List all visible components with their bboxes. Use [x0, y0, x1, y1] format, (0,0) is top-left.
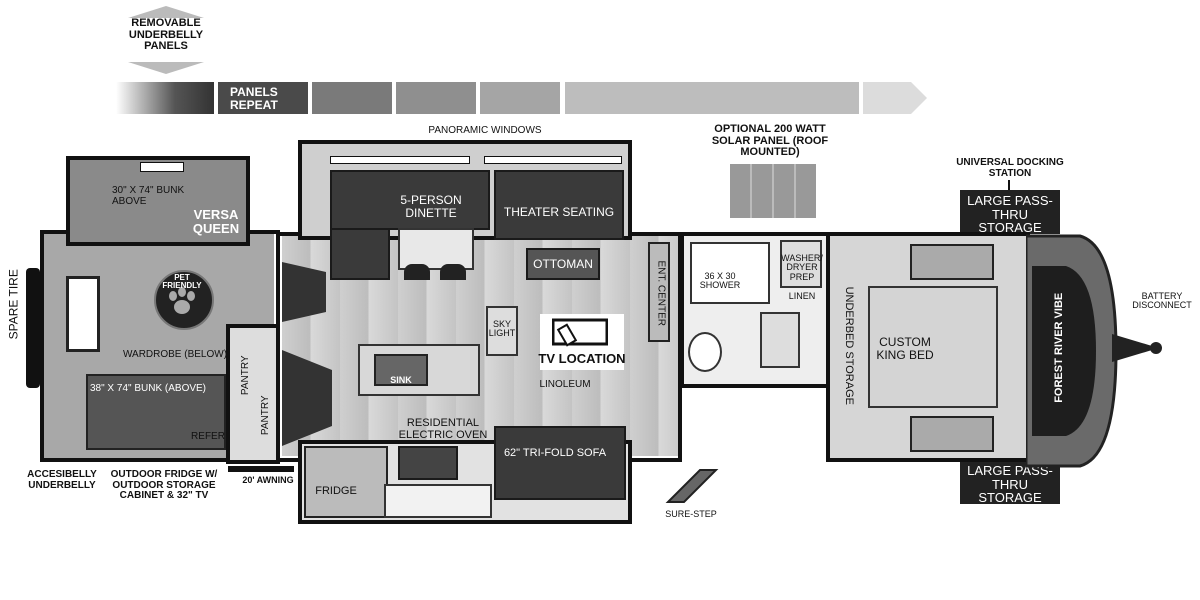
linoleum-label: LINOLEUM: [539, 379, 591, 390]
spare-tire: [26, 268, 40, 388]
toilet: [688, 332, 722, 372]
versa-queen-label: VERSA QUEEN: [192, 207, 240, 236]
pantry-wall: [226, 324, 280, 464]
vanity: [760, 312, 800, 368]
panel-arrow-end: [863, 82, 927, 114]
paw-icon: [169, 287, 195, 314]
ottoman-label: OTTOMAN: [533, 257, 593, 271]
oven: [398, 446, 458, 480]
door-swing: [282, 350, 332, 446]
ent-center-label: ENT. CENTER: [655, 260, 667, 327]
panels-repeat-label: PANELS REPEAT: [230, 85, 278, 112]
linen-label: LINEN: [788, 291, 816, 301]
king-bed-label: CUSTOM KING BED: [876, 335, 934, 362]
removable-underbelly-label: REMOVABLE UNDERBELLY PANELS: [128, 17, 204, 53]
tri-fold-sofa: [494, 426, 626, 500]
accessible-underbelly-label: ACCESIBELLY UNDERBELLY: [27, 469, 97, 491]
fridge: [304, 446, 388, 518]
sink-label: SINK: [390, 375, 412, 385]
universal-docking-label: UNIVERSAL DOCKING STATION: [956, 157, 1064, 179]
dinette-chair: [404, 264, 430, 280]
theater-seating-label: THEATER SEATING: [503, 205, 615, 219]
awning-bar: [228, 466, 294, 472]
panel-segment: [480, 82, 560, 114]
washer-dryer-label: WASHER/ DRYER PREP: [781, 253, 823, 282]
nightstand: [910, 416, 994, 452]
dinette-label: 5-PERSON DINETTE: [400, 193, 462, 220]
dinette-table: [398, 228, 474, 270]
theater-seating: [494, 170, 624, 240]
versa-queen-slide: [66, 156, 250, 246]
panel-segment: [312, 82, 392, 114]
skylight-window: [140, 162, 184, 172]
panoramic-windows-label: PANORAMIC WINDOWS: [428, 125, 542, 136]
pass-thru-storage-top-label: LARGE PASS-THRU STORAGE: [967, 193, 1053, 236]
brand-logo: FOREST RIVER VIBE: [1053, 292, 1066, 403]
entertainment-center: [648, 242, 670, 342]
door-swing: [282, 262, 326, 322]
front-cap: [1026, 234, 1118, 468]
rear-window: [66, 276, 100, 352]
awning-label: 20' AWNING: [242, 475, 294, 485]
pantry-label-1: PANTRY: [239, 355, 251, 396]
sky-light: [486, 306, 518, 356]
nightstand: [910, 244, 994, 280]
solar-panel: [730, 164, 816, 218]
pet-friendly-label: PET FRIENDLY: [162, 273, 202, 291]
pointer-line: [1008, 180, 1010, 192]
underbelly-panel-sample: [116, 82, 214, 114]
sure-step-icon: [665, 469, 719, 503]
counter: [384, 484, 492, 518]
tv-location-label: TV LOCATION: [538, 351, 626, 366]
sure-step-label: SURE-STEP: [665, 509, 717, 519]
panoramic-window-1: [330, 156, 470, 164]
underbed-storage-label: UNDERBED STORAGE: [842, 286, 855, 405]
fridge-label: FRIDGE: [315, 485, 357, 497]
pet-friendly-badge: [154, 270, 214, 330]
washer-dryer: [780, 240, 822, 288]
ottoman: [526, 248, 600, 280]
sink: [374, 354, 428, 386]
bunk-above-bottom-label: 38" X 74" BUNK (ABOVE): [89, 383, 207, 394]
dinette-chair: [440, 264, 466, 280]
lower-bunk: [86, 374, 226, 450]
bunk-above-top-label: 30" X 74" BUNK ABOVE: [112, 185, 185, 207]
down-arrow-icon: [128, 6, 204, 74]
wardrobe-label: WARDROBE (BELOW): [122, 349, 228, 360]
panel-segment: [565, 82, 859, 114]
king-bed: [868, 286, 998, 408]
sofa-label: 62" TRI-FOLD SOFA: [503, 447, 607, 459]
panel-segment: [396, 82, 476, 114]
panels-repeat-banner: [218, 82, 308, 114]
sky-light-label: SKY LIGHT: [488, 319, 516, 339]
solar-panel-label: OPTIONAL 200 WATT SOLAR PANEL (ROOF MOUN…: [711, 123, 829, 159]
pass-thru-storage-top: [960, 190, 1060, 234]
panoramic-window-2: [484, 156, 622, 164]
outdoor-fridge-label: OUTDOOR FRIDGE W/ OUTDOOR STORAGE CABINE…: [110, 469, 218, 501]
battery-disconnect-label: BATTERY DISCONNECT: [1132, 291, 1192, 311]
tv-icon: [552, 318, 608, 347]
refer-label: REFER: [191, 431, 225, 442]
pantry-label-2: PANTRY: [259, 395, 271, 436]
oven-label: RESIDENTIAL ELECTRIC OVEN: [398, 417, 488, 441]
hitch-icon: [1112, 334, 1162, 362]
spare-tire-label: SPARE TIRE: [6, 269, 21, 340]
shower: [690, 242, 770, 304]
shower-label: 36 x 30 SHOWER: [699, 271, 741, 291]
